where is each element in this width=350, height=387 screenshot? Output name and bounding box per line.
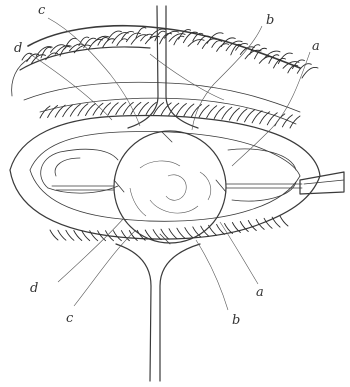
label-c-top: c — [38, 3, 46, 18]
label-a-top: a — [312, 39, 320, 54]
lower-eyelash — [185, 228, 193, 238]
lower-eyelash — [90, 231, 98, 241]
lower-eyelash — [50, 230, 58, 240]
lower-eyelash — [272, 217, 280, 227]
incision-lines — [41, 149, 296, 201]
lower-eyelash — [193, 227, 201, 237]
lower-eyelash — [169, 229, 177, 239]
lower-eyelash — [58, 230, 66, 240]
brow-hair — [126, 33, 140, 42]
brow-hair — [103, 39, 115, 48]
upper-eyelash — [245, 110, 255, 122]
upper-eyelash — [282, 115, 292, 127]
lower-eyelash — [161, 229, 169, 239]
upper-eyelash — [222, 107, 232, 119]
lower-eyelash — [113, 231, 121, 241]
upper-eyelash — [252, 111, 262, 123]
lower-eyelash — [74, 231, 82, 241]
brow-hair — [84, 38, 96, 48]
brow-hair — [188, 40, 204, 47]
brow-hair — [174, 36, 184, 45]
lower-eyelash — [66, 230, 74, 240]
brow-hair — [274, 58, 286, 68]
lower-eyelash — [225, 224, 233, 234]
upper-eyelash — [237, 109, 247, 121]
label-d-bottom: d — [30, 281, 38, 296]
upper-eyelid-crease — [24, 82, 300, 128]
lower-eyelash — [217, 224, 225, 234]
cornea — [114, 131, 226, 243]
eyebrow — [12, 26, 318, 96]
label-c-bottom: c — [66, 311, 74, 326]
label-b-bottom: b — [232, 313, 240, 328]
label-d-top: d — [14, 41, 22, 56]
suture-threads — [52, 6, 302, 381]
brow-hair — [302, 67, 318, 78]
eyelid-outline — [10, 116, 320, 241]
lower-eyelash — [280, 216, 288, 226]
lower-eyelash — [153, 230, 161, 240]
instrument-handle — [300, 172, 344, 194]
lower-eyelash — [121, 231, 129, 241]
label-b-top: b — [266, 13, 274, 28]
label-a-bottom: a — [256, 285, 264, 300]
brow-hair — [117, 39, 127, 46]
leader-lines — [30, 18, 310, 310]
lower-eyelash — [177, 228, 185, 238]
brow-hair — [169, 34, 185, 42]
